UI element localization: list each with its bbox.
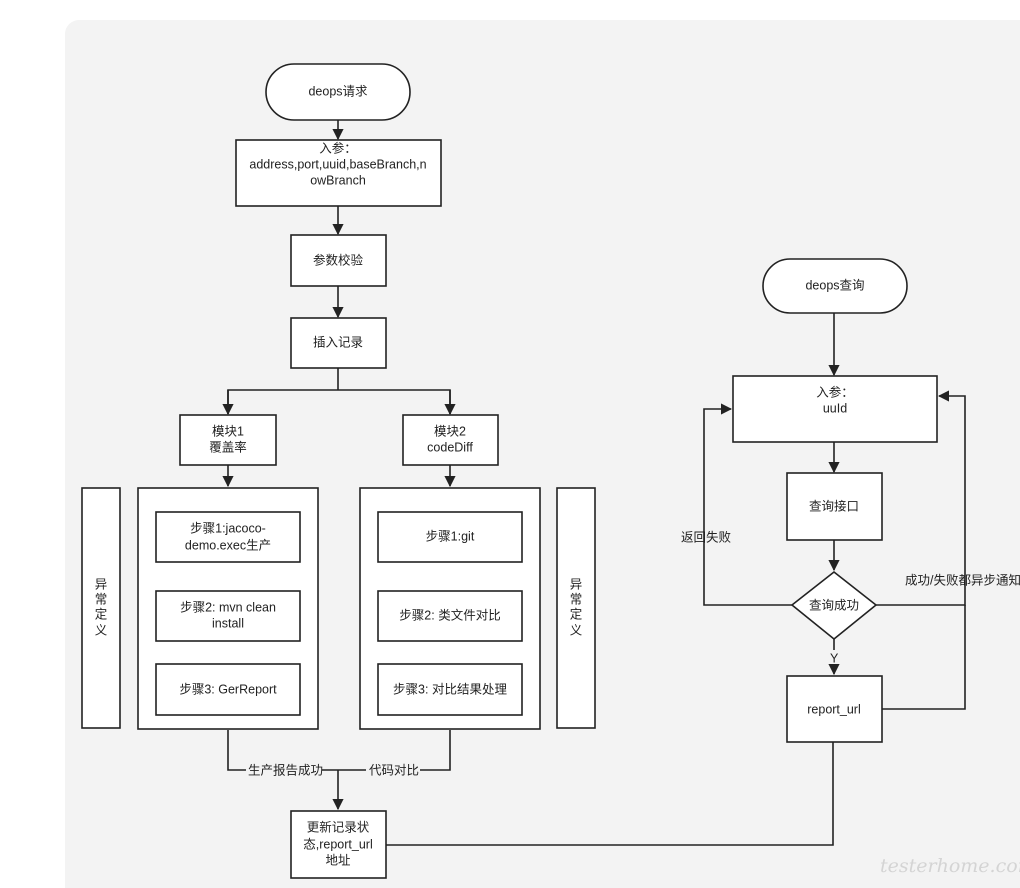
node-exception-left: 异 常 定 义 xyxy=(81,487,121,729)
edge-insert-split xyxy=(227,389,451,414)
watermark: testerhome.com xyxy=(880,855,1020,877)
node-module1: 模块1 覆盖率 xyxy=(179,414,277,466)
exception-left-char-3: 定 xyxy=(95,606,108,621)
node-query: deops查询 xyxy=(762,258,908,314)
edge-label-async-notify: 成功/失败都异步通知 xyxy=(905,572,1020,587)
node-validate: 参数校验 xyxy=(290,234,387,287)
node-params: 入参： address,port,uuid,baseBranch,n owBra… xyxy=(235,139,442,207)
m1-step3-label: 步骤3: GerReport xyxy=(179,682,277,696)
m1-step3 xyxy=(155,663,301,716)
edge-label-report-success: 生产报告成功 xyxy=(248,762,323,777)
node-validate-label: 参数校验 xyxy=(313,252,364,267)
m1-step2-line2: install xyxy=(212,616,244,630)
node-query-params-line2: uuId xyxy=(823,401,847,415)
exception-right-char-1: 异 xyxy=(570,577,583,591)
node-query-success: 查询成功 xyxy=(790,570,878,641)
node-insert: 插入记录 xyxy=(290,317,387,369)
node-query-success-label: 查询成功 xyxy=(809,598,859,612)
node-update-line3: 地址 xyxy=(325,853,351,867)
node-insert-label: 插入记录 xyxy=(313,335,363,349)
m1-step1-line2: demo.exec生产 xyxy=(185,538,271,552)
node-module1-steps: 步骤1:jacoco- demo.exec生产 步骤2: mvn clean i… xyxy=(137,487,319,730)
edges-left xyxy=(222,120,839,846)
node-report-url: report_url xyxy=(786,675,883,743)
node-module2-steps: 步骤1:git 步骤2: 类文件对比 步骤3: 对比结果处理 xyxy=(359,487,541,730)
node-params-line2: address,port,uuid,baseBranch,n xyxy=(249,157,426,171)
node-module2: 模块2 codeDiff xyxy=(402,414,499,466)
exception-left-char-1: 异 xyxy=(95,577,108,591)
node-params-line3: owBranch xyxy=(310,173,366,187)
node-report-url-label: report_url xyxy=(807,702,861,716)
node-update-line1: 更新记录状 xyxy=(307,819,370,834)
exception-left-char-4: 义 xyxy=(95,623,108,637)
node-module2-line1: 模块2 xyxy=(434,424,466,438)
m1-step1 xyxy=(155,511,301,563)
node-query-label: deops查询 xyxy=(805,278,864,292)
edge-label-yes: Y xyxy=(830,651,839,665)
m2-step3 xyxy=(377,663,523,716)
exception-right-char-4: 义 xyxy=(570,623,583,637)
node-query-api: 查询接口 xyxy=(786,472,883,541)
edge-label-return-fail: 返回失败 xyxy=(681,529,732,544)
edge-update-to-report xyxy=(386,721,839,846)
exception-right-char-2: 常 xyxy=(570,592,583,606)
node-request-label: deops请求 xyxy=(308,84,368,98)
node-module1-line1: 模块1 xyxy=(212,424,244,438)
edge-async-notify-bottom xyxy=(882,605,966,710)
edge-async-notify-top xyxy=(876,390,966,606)
edge-steps2-down xyxy=(420,730,451,771)
node-update-line2: 态,report_url xyxy=(303,837,372,851)
exception-right-char-3: 定 xyxy=(570,606,583,621)
node-params-line1: 入参： xyxy=(319,140,357,155)
node-query-api-label: 查询接口 xyxy=(809,498,859,513)
m1-step2 xyxy=(155,590,301,642)
edge-return-fail xyxy=(703,403,792,606)
node-exception-right: 异 常 定 义 xyxy=(556,487,596,729)
node-module1-line2: 覆盖率 xyxy=(209,439,247,454)
m1-step2-line1: 步骤2: mvn clean xyxy=(180,600,276,614)
edges-right xyxy=(703,313,966,710)
m2-step1 xyxy=(377,511,523,563)
exception-left-char-2: 常 xyxy=(95,592,108,606)
node-query-params-line1: 入参： xyxy=(816,384,854,399)
m1-step1-line1: 步骤1:jacoco- xyxy=(190,521,266,535)
m2-step1-label: 步骤1:git xyxy=(426,529,475,543)
node-update: 更新记录状 态,report_url 地址 xyxy=(290,810,387,879)
m2-step2-label: 步骤2: 类文件对比 xyxy=(399,607,500,622)
m2-step3-label: 步骤3: 对比结果处理 xyxy=(393,682,507,696)
edge-steps1-down xyxy=(227,730,246,771)
node-request: deops请求 xyxy=(265,63,411,121)
m2-step2 xyxy=(377,590,523,642)
edge-label-code-compare: 代码对比 xyxy=(369,763,419,777)
node-query-params: 入参： uuId xyxy=(732,375,938,443)
node-module2-line2: codeDiff xyxy=(427,440,473,454)
